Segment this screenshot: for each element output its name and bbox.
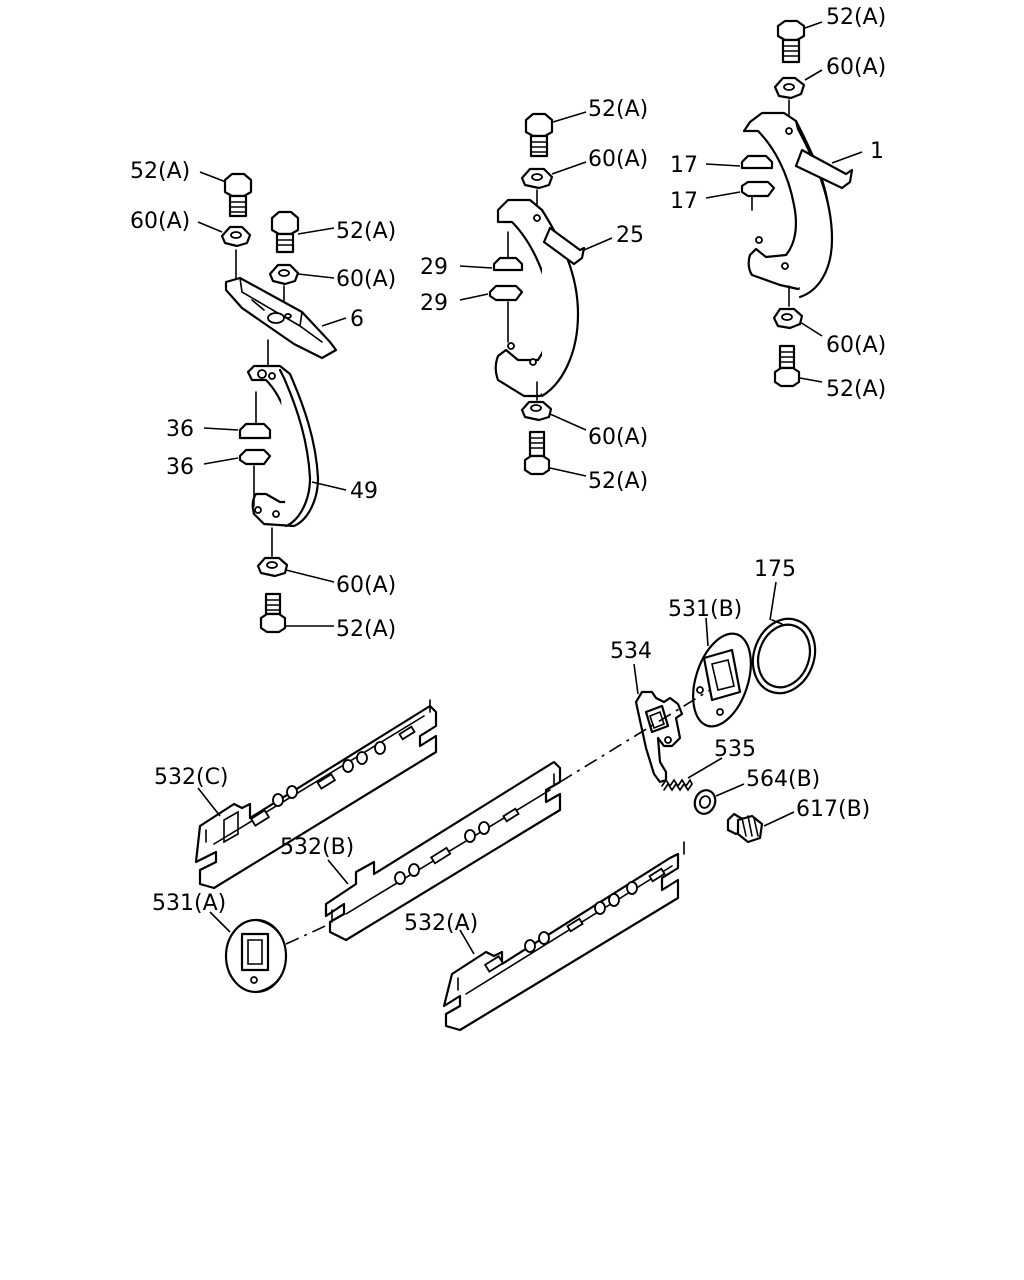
callout-labels: 52(A) 60(A) 1 17 17 60(A) 52(A) 52(A) 60… [130, 5, 886, 936]
assembly-fork-25 [459, 111, 613, 477]
interlock-mechanism [194, 581, 817, 1032]
bolt-52a-bottom-right [773, 344, 823, 388]
label-532a: 532(A) [404, 911, 478, 936]
label-564b: 564(B) [746, 767, 820, 792]
label-52a: 52(A) [130, 159, 190, 184]
bolt-52a-left-b [270, 210, 335, 254]
snap-ring-175 [751, 581, 817, 695]
bracket-6 [224, 276, 347, 360]
label-52a: 52(A) [336, 219, 396, 244]
label-29: 29 [420, 291, 448, 316]
label-52a: 52(A) [588, 469, 648, 494]
washer-60a-top-right [773, 69, 823, 100]
label-60a: 60(A) [826, 333, 886, 358]
washer-564b [693, 783, 745, 815]
label-532c: 532(C) [154, 765, 229, 790]
plate-531a [209, 911, 288, 994]
label-531b: 531(B) [668, 597, 742, 622]
bolt-52a-top-middle [524, 111, 587, 158]
label-52a: 52(A) [588, 97, 648, 122]
label-535: 535 [714, 737, 756, 762]
washer-60a-top-middle [520, 161, 587, 190]
spring-535 [661, 757, 723, 792]
label-52a: 52(A) [336, 617, 396, 642]
label-36: 36 [166, 417, 194, 442]
lever-534 [633, 663, 684, 784]
shift-fork-49 [246, 364, 347, 528]
pin-36-upper [203, 391, 272, 440]
shift-fork-25 [494, 198, 613, 398]
plate-531b [692, 617, 752, 728]
axis-line-upper [559, 689, 711, 783]
bolt-52a-left-a [199, 171, 253, 218]
bolt-52a-bottom-middle [523, 430, 587, 477]
label-60a: 60(A) [588, 147, 648, 172]
label-60a: 60(A) [588, 425, 648, 450]
label-52a: 52(A) [826, 377, 886, 402]
assembly-fork-49 [197, 171, 347, 634]
washer-60a-bottom-right [772, 307, 823, 337]
shift-rail-532c [194, 699, 438, 890]
label-60a: 60(A) [130, 209, 190, 234]
label-1: 1 [870, 139, 884, 164]
pin-17-lower [705, 180, 776, 211]
label-52a: 52(A) [826, 5, 886, 30]
shift-rail-532b [324, 760, 562, 942]
label-534: 534 [610, 639, 652, 664]
label-175: 175 [754, 557, 796, 582]
label-60a: 60(A) [336, 573, 396, 598]
label-60a: 60(A) [826, 55, 886, 80]
label-17: 17 [670, 153, 698, 178]
washer-60a-left-c [256, 556, 335, 583]
plug-617b [726, 811, 795, 844]
pin-36-lower [203, 448, 272, 507]
label-25: 25 [616, 223, 644, 248]
label-36: 36 [166, 455, 194, 480]
washer-60a-left-a [197, 221, 252, 248]
bolt-52a-top-right [776, 19, 823, 64]
washer-60a-left-b [268, 263, 335, 286]
label-17: 17 [670, 189, 698, 214]
pin-29-upper [459, 231, 524, 272]
shift-fork-1 [742, 111, 863, 299]
assembly-fork-1 [705, 19, 863, 388]
axis-line-lower [285, 921, 335, 945]
shift-rail-532a [442, 841, 685, 1032]
pin-17-upper [705, 154, 774, 170]
label-60a: 60(A) [336, 267, 396, 292]
label-29: 29 [420, 255, 448, 280]
label-49: 49 [350, 479, 378, 504]
washer-60a-bottom-middle [520, 400, 587, 431]
label-617b: 617(B) [796, 797, 870, 822]
label-6: 6 [350, 307, 364, 332]
pin-29-lower [459, 284, 524, 343]
label-532b: 532(B) [280, 835, 354, 860]
bolt-52a-left-c [259, 592, 334, 634]
label-531a: 531(A) [152, 891, 226, 916]
